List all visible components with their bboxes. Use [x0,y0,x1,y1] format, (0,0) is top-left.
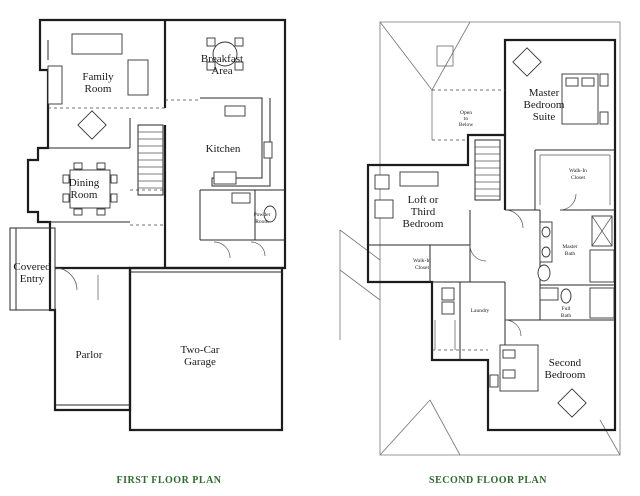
label-covered-entry-2: Entry [20,273,45,285]
label-covered-entry: Covered [13,261,51,273]
label-loft-3: Bedroom [403,218,444,230]
label-family-room-2: Room [85,83,112,95]
sofa [71,33,123,55]
dining-table [62,162,118,216]
second-floor-title: SECOND FLOOR PLAN [429,475,547,486]
label-second-bedroom-2: Bedroom [545,369,586,381]
breakfast-table [212,41,238,67]
label-master-bath: Master [562,244,577,250]
label-walk-in-closet-loft-2: Closet [415,265,430,271]
label-two-car-garage: Two-Car [181,344,220,356]
label-loft-2: Third [411,206,436,218]
label-full-bath-2: Bath [561,313,572,319]
label-loft: Loft or [408,194,439,206]
label-walk-in-closet-master-2: Closet [571,175,586,181]
label-master-bedroom-3: Suite [533,111,556,123]
label-master-bath-2: Bath [565,251,576,257]
second-floor-plan [339,21,621,456]
garage-wall [128,266,284,432]
first-floor-title: FIRST FLOOR PLAN [116,475,221,486]
label-two-car-garage-2: Garage [184,356,216,368]
first-floor-stairs [137,124,164,196]
label-breakfast-area-2: Area [211,65,232,77]
first-floor-exterior-wall [26,18,287,412]
label-family-room: Family [82,71,114,83]
label-master-bedroom: Master [529,87,560,99]
covered-entry-porch [9,227,56,311]
label-powder-room-2: Room [255,219,269,225]
label-powder-room: Powder [254,212,271,218]
label-parlor: Parlor [76,349,103,361]
label-walk-in-closet-master: Walk-In [569,168,587,174]
label-laundry: Laundry [471,308,490,314]
loft-sofa [399,171,439,187]
label-open-to-below-3: Below [459,122,473,128]
second-floor-stairs [474,139,501,201]
label-open-to-below-2: to [464,116,469,122]
label-second-bedroom: Second [549,357,582,369]
label-kitchen: Kitchen [206,143,241,155]
label-master-bedroom-2: Bedroom [524,99,565,111]
label-dining-room-2: Room [71,189,98,201]
label-walk-in-closet-loft: Walk-In [413,258,431,264]
label-breakfast-area: Breakfast [201,53,243,65]
armchair [77,110,107,140]
label-dining-room: Dining [69,177,100,189]
first-floor-plan [9,18,287,432]
label-open-to-below: Open [460,110,472,116]
label-full-bath: Full [562,306,571,312]
kitchen-counter [200,97,273,187]
